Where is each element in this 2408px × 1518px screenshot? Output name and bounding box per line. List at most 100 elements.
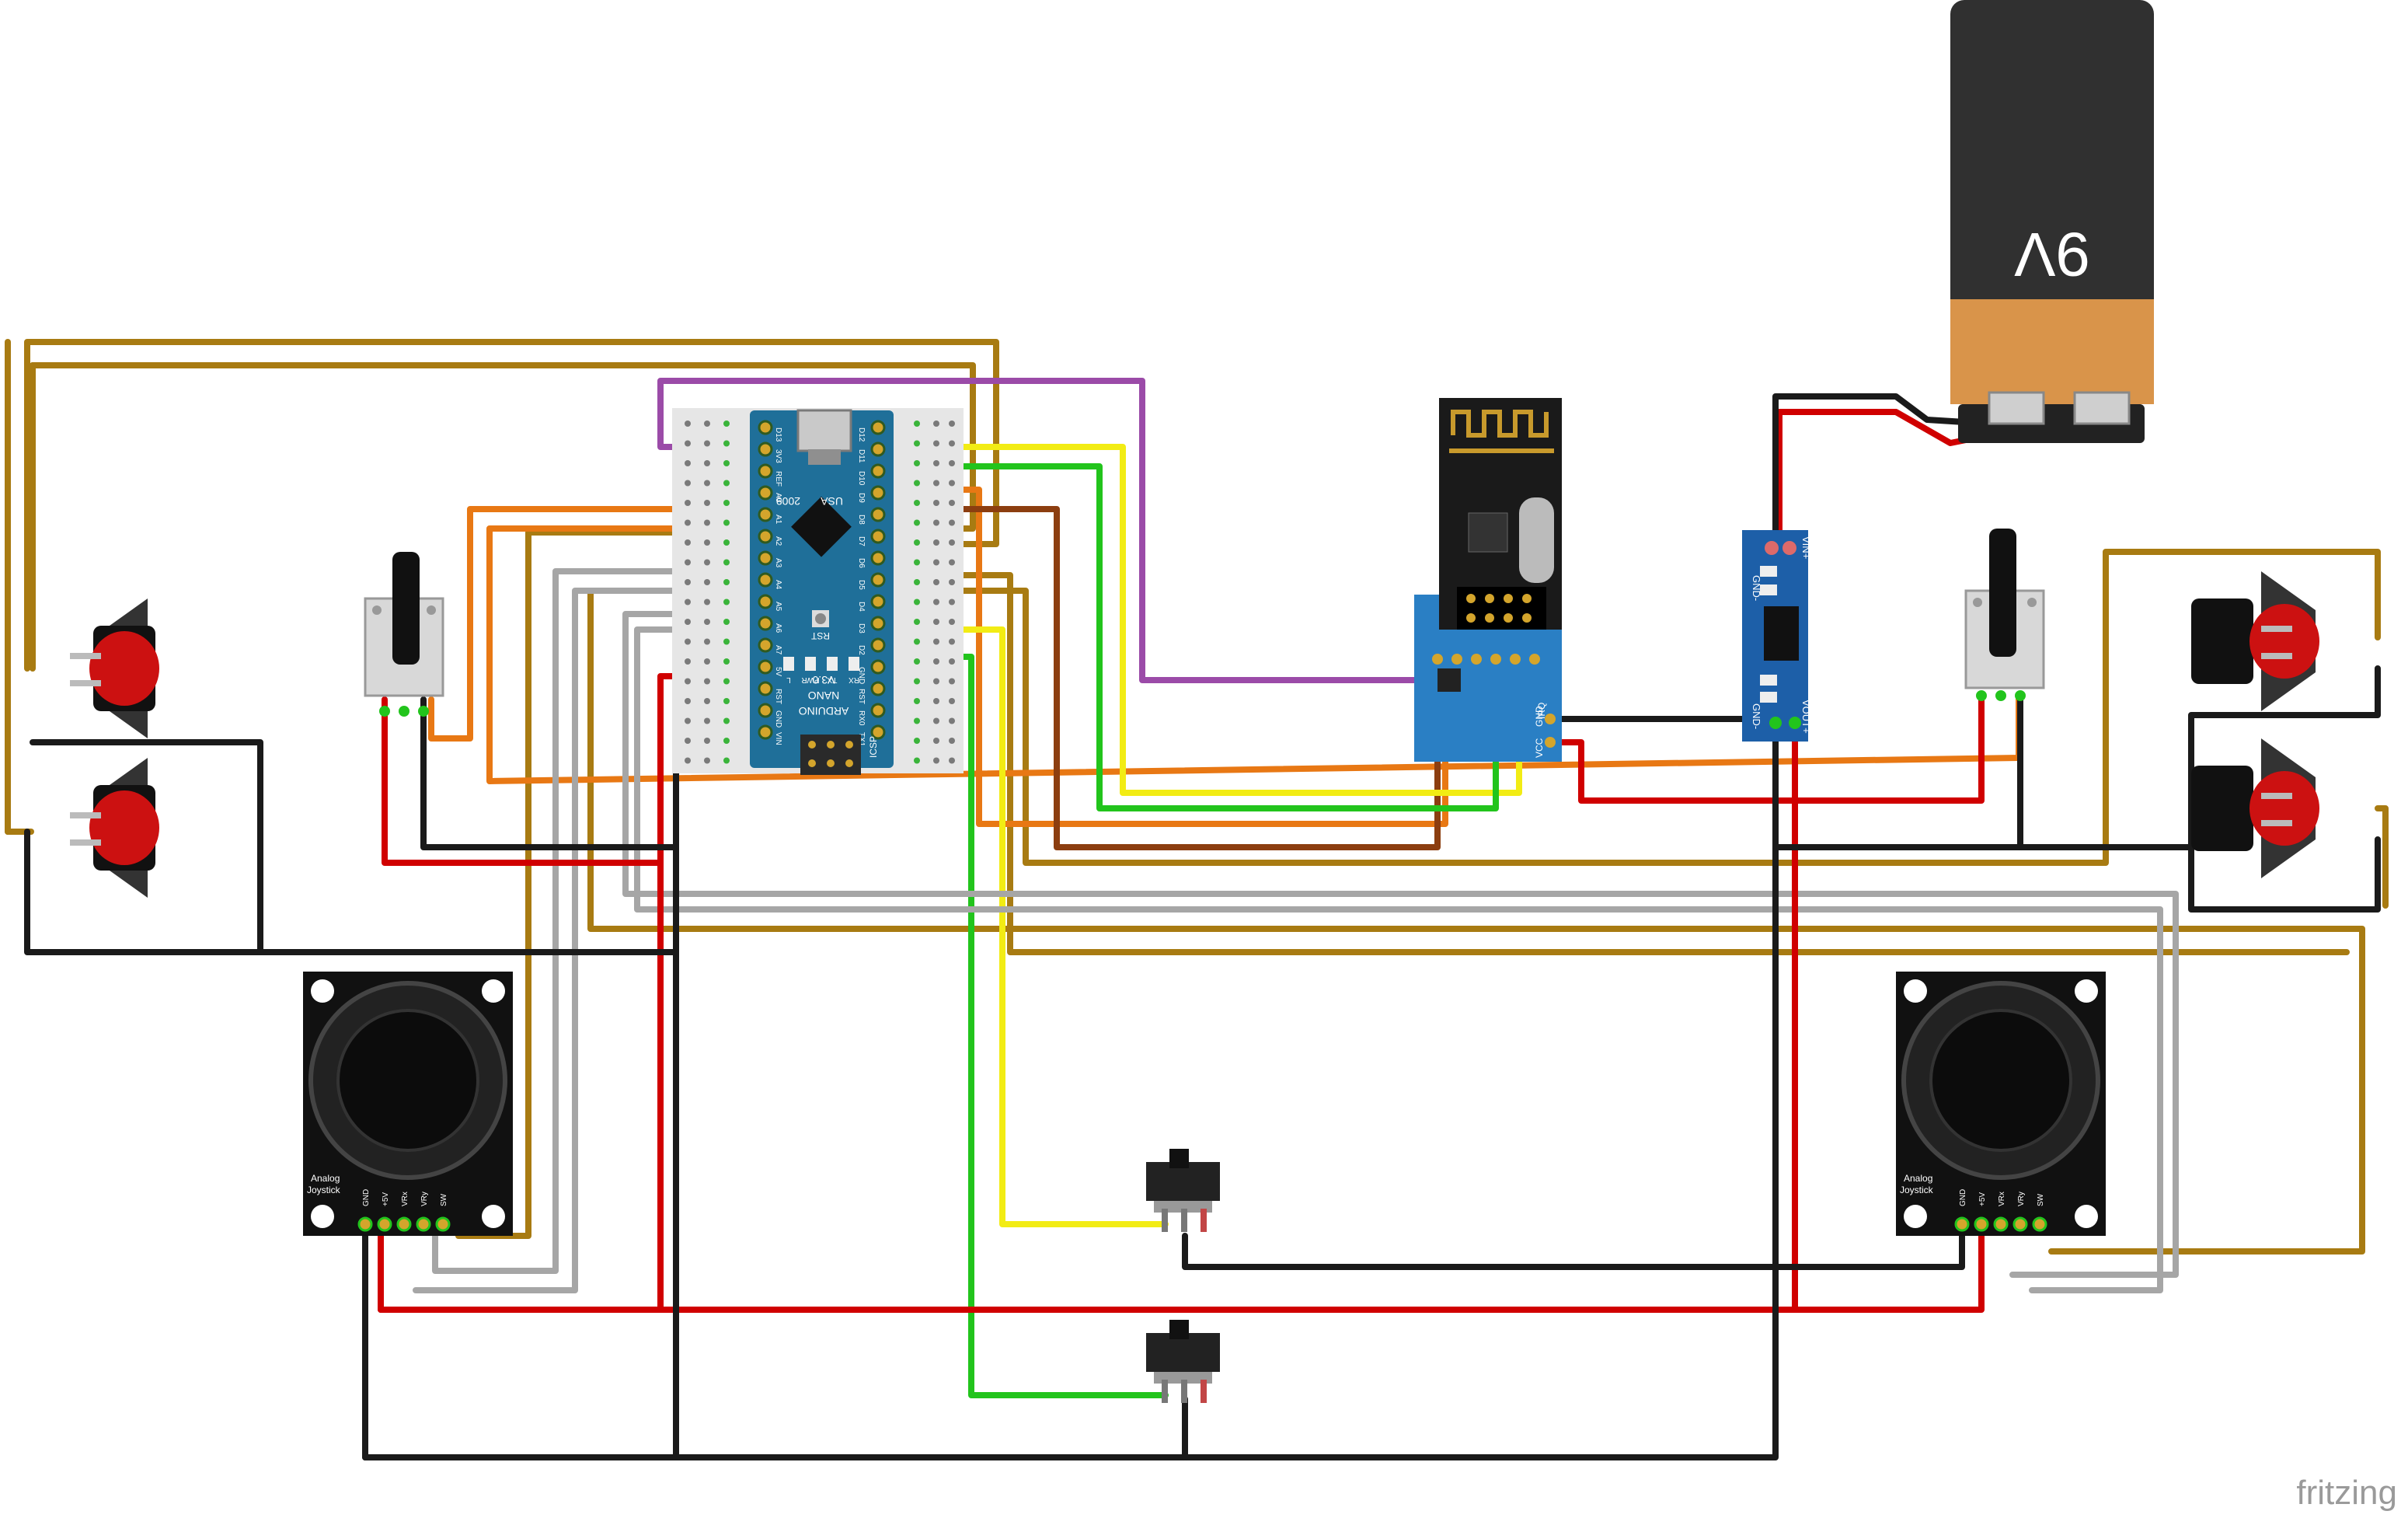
- breadboard-hole: [949, 757, 955, 764]
- fritzing-watermark: fritzing: [2296, 1474, 2397, 1512]
- nano-pin-label-right: D12: [857, 427, 866, 442]
- wire-gray-1: [432, 568, 679, 1274]
- adapter-label-irq: IRQ: [1536, 703, 1547, 719]
- wire-black-6: [1182, 1233, 1965, 1270]
- nano-pin-right: [870, 681, 886, 696]
- nano-pin-label-left: GND: [774, 710, 782, 728]
- breadboard-hole: [949, 480, 955, 487]
- breadboard-hole: [723, 539, 730, 546]
- wire-orange-1: [428, 506, 679, 742]
- breadboard-hole: [914, 579, 920, 585]
- microcontroller-chip: [791, 496, 852, 557]
- push-button-left-bottom-cap[interactable]: [89, 790, 159, 865]
- nano-pin-label-left: A5: [774, 602, 782, 612]
- nano-pin-label-right: TX1: [857, 732, 866, 747]
- switch-top-lever: [1169, 1149, 1189, 1168]
- breadboard-hole: [723, 698, 730, 704]
- push-button-right-top-cap[interactable]: [2249, 604, 2319, 679]
- breadboard-hole: [933, 638, 939, 645]
- nano-pin-left: [758, 594, 773, 609]
- nano-pin-left: [758, 659, 773, 675]
- breadboard-hole: [723, 440, 730, 447]
- breadboard-hole: [949, 738, 955, 744]
- joystick-right-knob[interactable]: [1929, 1009, 2072, 1152]
- nano-pin-label-right: D11: [857, 449, 866, 463]
- smd-3: [1760, 675, 1777, 686]
- nano-board-text: ARDUINO NANO V3.0: [799, 674, 849, 717]
- push-button-right-bottom-cap[interactable]: [2249, 771, 2319, 846]
- breadboard-hole: [685, 460, 691, 466]
- breadboard-hole: [933, 598, 939, 605]
- breadboard-hole: [704, 559, 710, 566]
- joystick-pin: [2012, 1216, 2028, 1232]
- breadboard-hole: [723, 658, 730, 665]
- breadboard-holes: [685, 421, 955, 764]
- regulator-label-gnd-in: GND-: [1751, 575, 1762, 601]
- pot-right-pin2: [1995, 690, 2006, 701]
- joystick-pin-label: GND: [362, 1189, 371, 1206]
- breadboard-hole: [704, 460, 710, 466]
- nano-pin-right: [870, 420, 886, 435]
- nano-pin-label-left: RST: [774, 689, 782, 704]
- nano-pin-label-right: RX0: [857, 710, 866, 726]
- breadboard-hole: [914, 678, 920, 685]
- nano-pin-label-left: VIN: [774, 732, 782, 745]
- nano-pin-label-right: D9: [857, 493, 866, 503]
- wire-red-6: [1776, 409, 1992, 547]
- radio-chip: [1468, 512, 1508, 553]
- nano-pin-left: [758, 703, 773, 718]
- breadboard-hole: [914, 440, 920, 447]
- breadboard-hole: [914, 757, 920, 764]
- battery-9v: 9V: [1950, 0, 2154, 443]
- breadboard-hole: [949, 440, 955, 447]
- push-button-left-top-cap[interactable]: [89, 631, 159, 706]
- joystick-pin: [416, 1216, 431, 1232]
- nano-pin-right: [870, 507, 886, 522]
- joystick-pin: [396, 1216, 412, 1232]
- breadboard-hole: [723, 519, 730, 526]
- nano-pin-label-left: A2: [774, 536, 782, 546]
- breadboard-hole: [933, 717, 939, 724]
- breadboard-hole: [685, 519, 691, 526]
- joystick-pin-label: VRx: [401, 1192, 409, 1206]
- breadboard-hole: [933, 500, 939, 506]
- breadboard-hole: [704, 619, 710, 625]
- adapter-label-vcc: VCC: [1534, 738, 1545, 758]
- nano-pin-right: [870, 441, 886, 457]
- push-button-right-bottom-housing: [2191, 766, 2253, 851]
- nano-pin-label-right: GND: [857, 667, 866, 684]
- nano-pin-label-right: D2: [857, 645, 866, 655]
- push-button-left-top: [70, 598, 159, 738]
- breadboard-hole: [685, 738, 691, 744]
- breadboard-hole: [914, 717, 920, 724]
- joystick-pin: [1974, 1216, 1989, 1232]
- breadboard-hole: [914, 480, 920, 487]
- breadboard-hole: [933, 421, 939, 427]
- nano-pin-right: [870, 485, 886, 501]
- breadboard-hole: [949, 598, 955, 605]
- adapter-label-gnd: GND: [1534, 706, 1545, 727]
- adapter-labels: IRQ: [1536, 703, 1547, 719]
- crystal: [1519, 497, 1554, 583]
- nano-pin-label-left: 3V3: [774, 449, 782, 463]
- pot-left-pin2: [399, 706, 409, 717]
- wire-black-3: [420, 696, 679, 850]
- nano-pin-label-right: D5: [857, 580, 866, 590]
- joystick-left-title-1: Analog: [311, 1173, 340, 1184]
- nano-pin-left: [758, 529, 773, 544]
- push-button-right-top-housing: [2191, 598, 2253, 684]
- breadboard-hole: [933, 579, 939, 585]
- regulator-chip: [1764, 606, 1799, 661]
- breadboard-hole: [685, 678, 691, 685]
- switch-bottom-lever: [1169, 1320, 1189, 1339]
- board-usb-label: USA: [821, 495, 843, 508]
- battery-label: 9V: [2013, 220, 2089, 289]
- joystick-left-knob[interactable]: [336, 1009, 479, 1152]
- push-button-right-top-lead-1: [2261, 626, 2292, 632]
- wire-brown-1: [929, 506, 1441, 850]
- breadboard-hole: [723, 500, 730, 506]
- adapter-regulator: [1437, 668, 1461, 692]
- breadboard-hole: [685, 658, 691, 665]
